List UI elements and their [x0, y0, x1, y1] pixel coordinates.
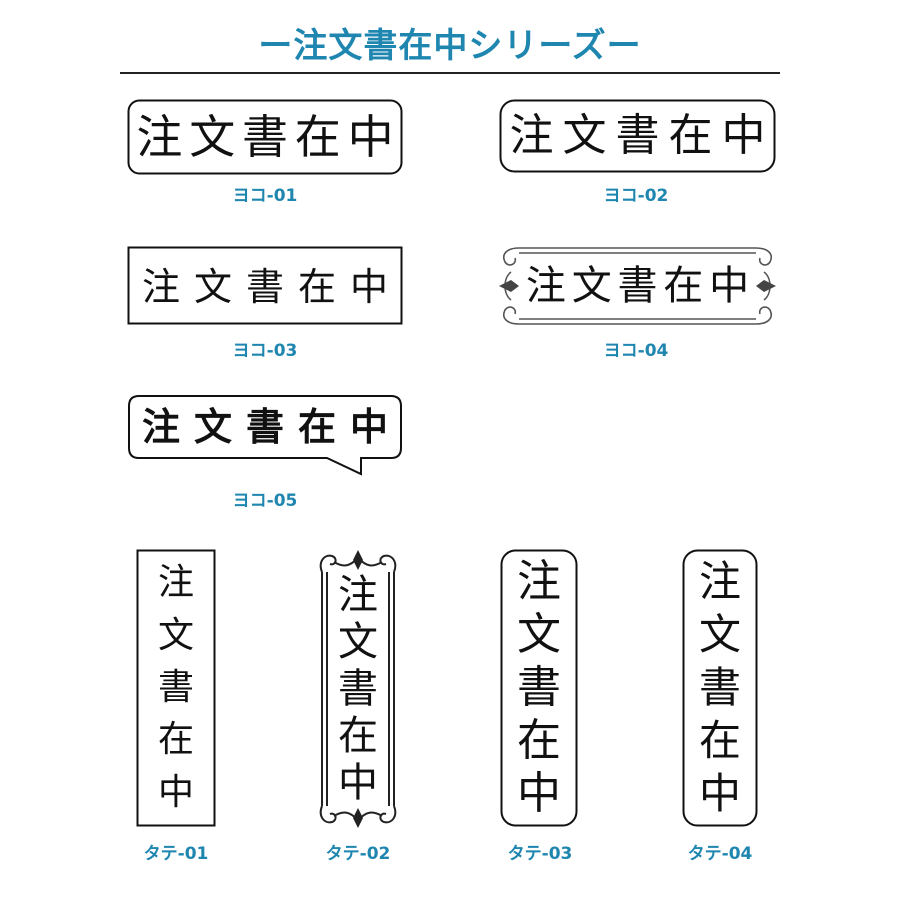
- stamp-char: 書: [338, 665, 378, 712]
- stamp-yoko-04[interactable]: 注文書在中: [497, 242, 778, 330]
- title-divider: [120, 72, 780, 74]
- stamp-char: 書: [157, 666, 194, 708]
- stamp-char: 注: [157, 562, 194, 604]
- stamp-char: 注: [517, 555, 561, 607]
- stamp-yoko-05[interactable]: 注文書在中: [127, 394, 403, 478]
- stamp-text: 注文書在中: [505, 103, 770, 169]
- stamp-frame: [127, 99, 403, 175]
- label-yoko-03: ヨコ-03: [232, 341, 298, 361]
- stamp-frame: [499, 99, 776, 173]
- stamp-char: 文: [698, 609, 741, 659]
- label-tate-01: タテ-01: [143, 844, 209, 864]
- stamp-char: 文: [571, 263, 612, 309]
- stamp-char: 書: [698, 662, 741, 712]
- stamp-char: 書: [517, 661, 561, 713]
- stamp-tate-01[interactable]: 注文書在中: [136, 549, 216, 827]
- stamp-char: 在: [668, 110, 713, 161]
- stamp-char: 文: [157, 614, 194, 656]
- label-yoko-01: ヨコ-01: [232, 186, 298, 206]
- stamp-char: 注: [698, 556, 741, 606]
- page-title: ー注文書在中シリーズー: [258, 26, 642, 66]
- label-tate-04: タテ-04: [687, 844, 753, 864]
- label-yoko-02: ヨコ-02: [603, 186, 669, 206]
- stamp-frame: [682, 549, 758, 827]
- stamp-text: 注文書在中: [504, 555, 574, 821]
- stamp-char: 中: [721, 110, 766, 161]
- stamp-char: 在: [297, 265, 336, 309]
- stamp-char: 文: [338, 619, 378, 666]
- stamp-char: 在: [157, 719, 194, 761]
- stamp-char: 注: [141, 405, 180, 449]
- label-yoko-05: ヨコ-05: [232, 491, 298, 511]
- stamp-text: 注文書在中: [140, 557, 212, 819]
- stamp-char: 在: [663, 263, 704, 309]
- stamp-char: 注: [141, 265, 180, 309]
- stamp-char: 書: [245, 405, 284, 449]
- ornamental-frame: [319, 550, 397, 828]
- stamp-text: 注文書在中: [135, 398, 395, 456]
- stamp-char: 注: [338, 572, 378, 619]
- stamp-char: 注: [509, 110, 554, 161]
- stamp-yoko-03[interactable]: 注文書在中: [127, 246, 403, 325]
- stamp-char: 中: [517, 768, 561, 820]
- stamp-tate-02[interactable]: 注文書在中: [316, 548, 400, 830]
- stamp-char: 注: [136, 110, 183, 164]
- stamp-char: 中: [338, 759, 378, 806]
- stamp-yoko-02[interactable]: 注文書在中: [499, 99, 776, 173]
- stamp-char: 書: [245, 265, 284, 309]
- stamp-char: 中: [349, 265, 388, 309]
- stamp-char: 中: [157, 771, 194, 813]
- stamp-char: 書: [617, 263, 658, 309]
- stamp-text: 注文書在中: [133, 103, 397, 171]
- stamp-text: 注文書在中: [686, 555, 754, 821]
- stamp-char: 書: [241, 110, 288, 164]
- stamp-char: 文: [193, 405, 232, 449]
- stamp-char: 文: [562, 110, 607, 161]
- stamp-char: 文: [189, 110, 236, 164]
- stamp-frame: [136, 549, 216, 827]
- speech-bubble-frame: [128, 395, 402, 476]
- stamp-yoko-01[interactable]: 注文書在中: [127, 99, 403, 175]
- stamp-char: 中: [349, 405, 388, 449]
- stamp-char: 在: [517, 715, 561, 767]
- stamp-char: 注: [525, 263, 566, 309]
- stamp-char: 在: [297, 405, 336, 449]
- stamp-frame: [127, 246, 403, 325]
- stamp-text: 注文書在中: [330, 572, 386, 806]
- ornamental-frame: [499, 247, 776, 325]
- stamp-char: 書: [615, 110, 660, 161]
- stamp-char: 文: [517, 608, 561, 660]
- stamp-frame: [500, 549, 578, 827]
- stamp-char: 中: [709, 263, 750, 309]
- stamp-tate-03[interactable]: 注文書在中: [500, 549, 578, 827]
- stamp-text: 注文書在中: [523, 254, 752, 318]
- stamp-char: 中: [698, 769, 741, 819]
- stamp-char: 在: [698, 716, 741, 766]
- stamp-char: 在: [338, 712, 378, 759]
- label-yoko-04: ヨコ-04: [603, 341, 669, 361]
- stamp-char: 文: [193, 265, 232, 309]
- label-tate-02: タテ-02: [325, 844, 391, 864]
- stamp-char: 在: [294, 110, 341, 164]
- stamp-tate-04[interactable]: 注文書在中: [682, 549, 758, 827]
- stamp-char: 中: [347, 110, 394, 164]
- label-tate-03: タテ-03: [507, 844, 573, 864]
- stamp-text: 注文書在中: [135, 254, 395, 320]
